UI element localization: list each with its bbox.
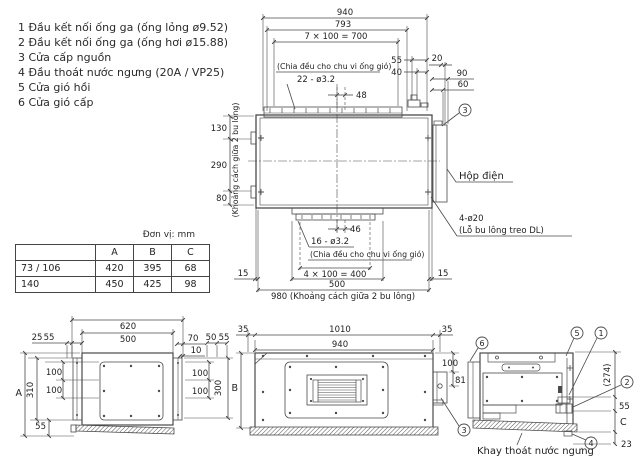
right-side-view-labels: 6 5 1 2 4 (274) 55 C 23 Khay thoát nước … (477, 329, 632, 457)
note-duct-top: (Chia đều cho chu vi ống gió) (277, 62, 391, 71)
dim-55: 55 (391, 56, 402, 66)
dim-55-right: 55 (219, 333, 230, 343)
right-side-view (467, 326, 634, 450)
legend-item-1: 1 Đầu kết nối ống ga (ống lỏng ø9.52) (18, 21, 229, 34)
dim-40: 40 (391, 68, 402, 78)
cell-C: 98 (171, 276, 210, 293)
dim-620: 620 (120, 322, 136, 332)
legend-item-4: 4 Đầu thoát nước ngưng (20A / VP25) (18, 66, 225, 79)
dim-700: 7 × 100 = 700 (305, 32, 368, 42)
callout-2: 2 (624, 378, 629, 387)
front-view (236, 330, 471, 437)
dim-940: 940 (337, 8, 353, 18)
legend-item-2: 2 Đầu kết nối ống ga (ống hơi ø15.88) (18, 36, 229, 49)
dim-940-front: 940 (332, 340, 348, 350)
table-row: 73 / 106 420 395 68 (15, 260, 210, 277)
dim-15-left: 15 (238, 269, 249, 279)
dim-25: 25 (32, 333, 43, 343)
dim-980: 980 (Khoảng cách giữa 2 bu lông) (271, 291, 415, 302)
electric-box-label: Hộp điện (459, 170, 504, 182)
size-table: A B C 73 / 106 420 395 68 140 450 425 98 (15, 244, 210, 293)
size-table-corner-cell (15, 244, 96, 261)
dim-100-left-top: 100 (46, 368, 62, 378)
callout-6: 6 (479, 339, 484, 348)
label-A: A (16, 388, 23, 399)
dim-15-right: 15 (438, 269, 449, 279)
dim-55-bottom: 55 (35, 422, 46, 432)
top-view (223, 14, 572, 293)
dim-46: 46 (350, 225, 361, 235)
dim-793: 793 (335, 20, 351, 30)
dim-20: 20 (432, 54, 443, 64)
cell-C: 68 (171, 260, 210, 277)
dim-35-right: 35 (442, 325, 453, 335)
dim-23: 23 (621, 440, 632, 450)
callout-5: 5 (574, 329, 579, 338)
hanger-hole-label: 4-ø20 (459, 214, 484, 224)
table-row: 140 450 425 98 (15, 276, 210, 293)
col-header-A: A (95, 244, 134, 261)
hanger-hole-note: (Lỗ bu lông treo DL) (459, 225, 544, 236)
dim-500: 500 (329, 280, 345, 290)
legend-item-3: 3 Cửa cấp nguồn (18, 51, 112, 64)
dim-274: (274) (603, 364, 613, 387)
left-side-view-labels: 620 500 25 55 70 10 50 55 A 310 100 100 … (16, 322, 230, 432)
dim-81: 81 (455, 376, 466, 386)
dim-130: 130 (211, 124, 227, 134)
note-duct-bottom-holes: 16 - ø3.2 (311, 237, 349, 247)
size-table-header-row: A B C (15, 244, 210, 261)
dim-55-top: 55 (44, 333, 55, 343)
dim-300: 300 (214, 380, 224, 396)
top-view-labels: 940 793 7 × 100 = 700 (Chia đều cho chu … (211, 8, 544, 302)
dim-90: 90 (457, 69, 468, 79)
dim-310: 310 (26, 382, 36, 398)
row-label: 73 / 106 (15, 260, 96, 277)
dim-80: 80 (216, 194, 227, 204)
dim-35-left: 35 (238, 325, 249, 335)
legend-item-6: 6 Cửa gió cấp (18, 96, 94, 109)
dim-100-front: 100 (442, 359, 458, 369)
callout-4: 4 (588, 439, 593, 448)
col-header-B: B (133, 244, 172, 261)
dim-100-right-1: 100 (192, 369, 208, 379)
dim-290: 290 (211, 161, 227, 171)
left-side-view (20, 316, 233, 439)
note-bolt-span-vertical: (Khoảng cách giữa 2 bu lông) (231, 103, 240, 218)
dim-1010: 1010 (329, 325, 351, 335)
dim-48: 48 (356, 91, 367, 101)
unit-note: Đơn vị: mm (142, 230, 195, 240)
label-C: C (620, 417, 627, 428)
cell-B: 395 (133, 260, 172, 277)
legend: 1 Đầu kết nối ống ga (ống lỏng ø9.52) 2 … (18, 20, 228, 110)
dim-100-left-bottom: 100 (46, 386, 62, 396)
row-label: 140 (15, 276, 96, 293)
note-duct-bottom: (Chia đều cho chu vi ống gió) (310, 250, 424, 259)
dim-100-right-2: 100 (192, 387, 208, 397)
note-duct-top-holes: 22 - ø3.2 (297, 75, 335, 85)
dim-55-side: 55 (619, 402, 630, 412)
label-B: B (231, 383, 238, 394)
dim-500-left-view: 500 (120, 335, 136, 345)
cell-A: 420 (95, 260, 134, 277)
callout-1: 1 (598, 329, 603, 338)
front-view-labels: 35 1010 940 35 B 100 81 3 (231, 325, 466, 435)
col-header-C: C (171, 244, 210, 261)
callout-3-top-view: 3 (462, 106, 467, 115)
dim-70: 70 (188, 334, 199, 344)
cell-A: 450 (95, 276, 134, 293)
dim-50: 50 (206, 333, 217, 343)
callout-3-front-view: 3 (461, 426, 466, 435)
cell-B: 425 (133, 276, 172, 293)
dim-10: 10 (191, 346, 202, 356)
drain-pan-caption: Khay thoát nước ngưng (477, 445, 594, 457)
dim-60: 60 (458, 80, 469, 90)
legend-item-5: 5 Cửa gió hồi (18, 81, 91, 94)
dim-400: 4 × 100 = 400 (304, 270, 367, 280)
